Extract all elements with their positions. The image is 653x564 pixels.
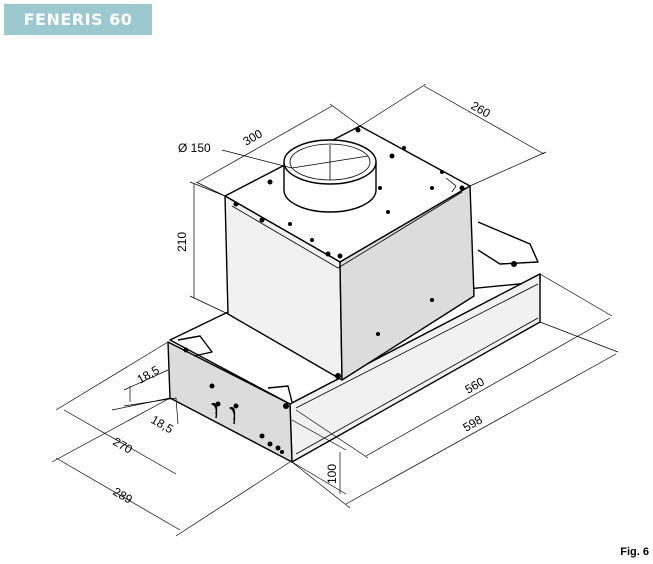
- outer-depth-label: 289: [111, 484, 136, 506]
- motor-height-label: 210: [175, 232, 189, 252]
- figure-label: Fig. 6: [620, 546, 649, 558]
- inner-depth-label: 270: [111, 434, 136, 456]
- model-title-badge: FENERIS 60: [4, 4, 152, 35]
- motor-width-label: 300: [241, 126, 266, 148]
- offset-top-label: 18,5: [135, 363, 163, 387]
- body-height-label: 100: [325, 464, 339, 484]
- model-title: FENERIS 60: [23, 10, 133, 29]
- inner-width-label: 560: [463, 374, 488, 396]
- motor-depth-label: 260: [469, 98, 494, 120]
- dimension-lines: [51, 83, 619, 537]
- duct-collar: [283, 139, 377, 213]
- duct-diameter-label: Ø 150: [178, 141, 211, 155]
- outer-width-label: 598: [461, 412, 486, 434]
- offset-bottom-label: 18,5: [149, 412, 177, 436]
